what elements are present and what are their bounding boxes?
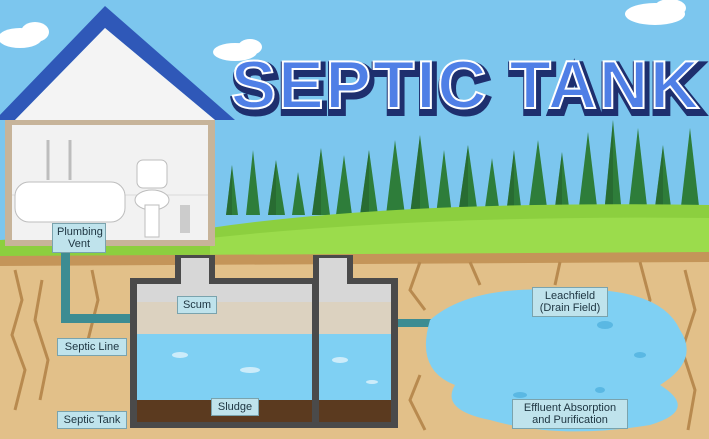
label-scum: Scum	[177, 296, 217, 314]
water-layer	[137, 334, 391, 404]
roof	[0, 6, 235, 120]
label-effluent: Effluent Absorption and Purification	[512, 399, 628, 429]
cloud	[0, 0, 686, 61]
label-septic-line: Septic Line	[57, 338, 127, 356]
soil-cracks	[10, 261, 697, 431]
label-septic-tank: Septic Tank	[57, 411, 127, 429]
toilet	[136, 159, 168, 189]
title-shadow: SEPTIC TANK	[233, 51, 703, 127]
septic-tank	[130, 255, 398, 428]
leachfield-bubbles	[513, 321, 646, 398]
page-title: SEPTIC TANK	[231, 47, 701, 123]
scum-layer	[137, 302, 391, 334]
leachfield-water	[425, 289, 687, 432]
tank-divider	[312, 284, 319, 422]
house	[0, 6, 235, 246]
tree-line-shadow	[226, 120, 663, 215]
bathtub	[14, 181, 126, 223]
label-sludge: Sludge	[211, 398, 259, 416]
label-leachfield: Leachfield (Drain Field)	[532, 287, 608, 317]
sludge-layer	[137, 400, 391, 422]
grass-highlight	[210, 217, 709, 262]
title-group: SEPTIC TANK SEPTIC TANK	[229, 46, 705, 131]
label-plumbing-vent: Plumbing Vent	[52, 223, 106, 253]
